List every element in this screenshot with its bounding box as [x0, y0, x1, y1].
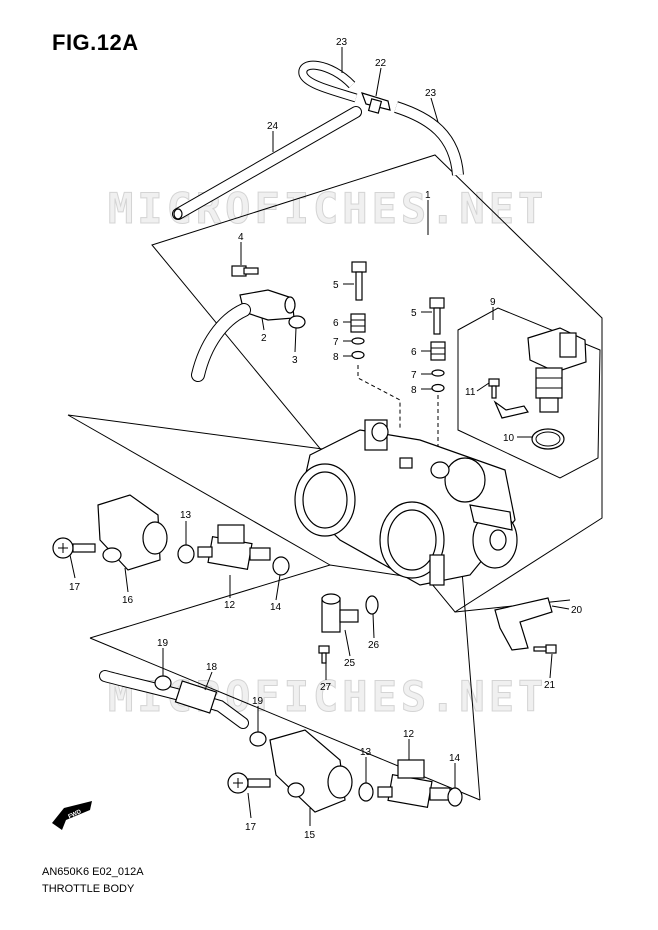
callout-18: 18 — [206, 662, 218, 673]
callout-26: 26 — [368, 640, 380, 651]
screw-17-upper — [52, 537, 96, 559]
figure-title: FIG.12A — [52, 30, 139, 55]
hose-23-left — [298, 60, 358, 103]
callout-17-lower: 17 — [245, 822, 257, 833]
callout-7-right: 7 — [411, 370, 417, 381]
callout-25: 25 — [344, 658, 356, 669]
o-ring-13-upper — [177, 544, 195, 564]
callout-21: 21 — [544, 680, 556, 691]
fuel-pipe-18 — [99, 670, 249, 729]
callout-16: 16 — [122, 595, 134, 606]
callout-20: 20 — [571, 605, 583, 616]
o-ring-19-lower — [249, 731, 267, 747]
callout-7-left: 7 — [333, 337, 339, 348]
callout-5-right: 5 — [411, 308, 417, 319]
figure-name: THROTTLE BODY — [42, 883, 135, 895]
screw-17-lower — [227, 772, 271, 794]
callout-13-upper: 13 — [180, 510, 192, 521]
screw-set-right — [429, 297, 446, 393]
valve-25 — [321, 593, 359, 633]
hose-23-right — [394, 101, 464, 176]
callout-23-right: 23 — [425, 88, 437, 99]
callout-24: 24 — [267, 121, 279, 132]
screw-set-left — [350, 261, 367, 360]
bolt-4 — [231, 265, 259, 277]
callout-1: 1 — [425, 190, 431, 201]
callout-12-upper: 12 — [224, 600, 236, 611]
callout-8-left: 8 — [333, 352, 339, 363]
screw-21 — [533, 644, 557, 654]
o-ring-3 — [288, 315, 306, 329]
figure-code: AN650K6 E02_012A — [42, 866, 144, 878]
joint-22 — [361, 92, 391, 114]
callout-17-upper: 17 — [69, 582, 81, 593]
injector-holder-16 — [97, 494, 168, 571]
callout-6-right: 6 — [411, 347, 417, 358]
o-ring-13-lower — [358, 782, 374, 802]
callout-10: 10 — [503, 433, 515, 444]
sensor-9 — [527, 327, 587, 413]
leader-lines — [69, 47, 570, 826]
callout-14-upper: 14 — [270, 602, 282, 613]
o-ring-26 — [365, 595, 379, 615]
forward-label: FWD — [68, 809, 84, 820]
callout-22: 22 — [375, 58, 387, 69]
throttle-body-1 — [294, 419, 518, 586]
callout-19-lower: 19 — [252, 696, 264, 707]
o-ring-19-upper — [154, 675, 172, 691]
callout-15: 15 — [304, 830, 316, 841]
throttle-sensor-2 — [191, 289, 296, 382]
callout-6-left: 6 — [333, 318, 339, 329]
callout-27: 27 — [320, 682, 332, 693]
assembly-frame-sub-9 — [457, 307, 601, 479]
callout-labels: 23 22 23 24 1 4 5 6 7 8 5 6 7 8 9 2 3 11… — [69, 37, 583, 841]
callout-2: 2 — [261, 333, 267, 344]
callout-23-left: 23 — [336, 37, 348, 48]
hose-24 — [172, 106, 362, 220]
callout-11: 11 — [465, 387, 476, 398]
injector-holder-15 — [269, 729, 353, 813]
callout-12-lower: 12 — [403, 729, 415, 740]
frame-link-lower — [89, 564, 431, 639]
clamp-plate — [493, 400, 529, 419]
screw-11 — [488, 378, 500, 399]
callout-9: 9 — [490, 297, 496, 308]
callout-14-lower: 14 — [449, 753, 461, 764]
o-ring-14-lower — [447, 787, 463, 807]
callout-8-right: 8 — [411, 385, 417, 396]
screw-27 — [318, 645, 330, 664]
fuel-injector-12-upper — [197, 524, 271, 570]
fuel-injector-12-lower — [377, 759, 451, 808]
o-ring-14-upper — [272, 556, 290, 576]
callout-4: 4 — [238, 232, 244, 243]
frame-link-left — [67, 414, 331, 566]
callout-5-left: 5 — [333, 280, 339, 291]
callout-19-upper: 19 — [157, 638, 169, 649]
frame-link-upper-left — [67, 414, 331, 451]
callout-13-lower: 13 — [360, 747, 372, 758]
callout-3: 3 — [292, 355, 298, 366]
leader-screw-left — [357, 365, 401, 430]
bracket-20 — [494, 597, 553, 651]
forward-arrow-icon: FWD — [52, 801, 92, 830]
